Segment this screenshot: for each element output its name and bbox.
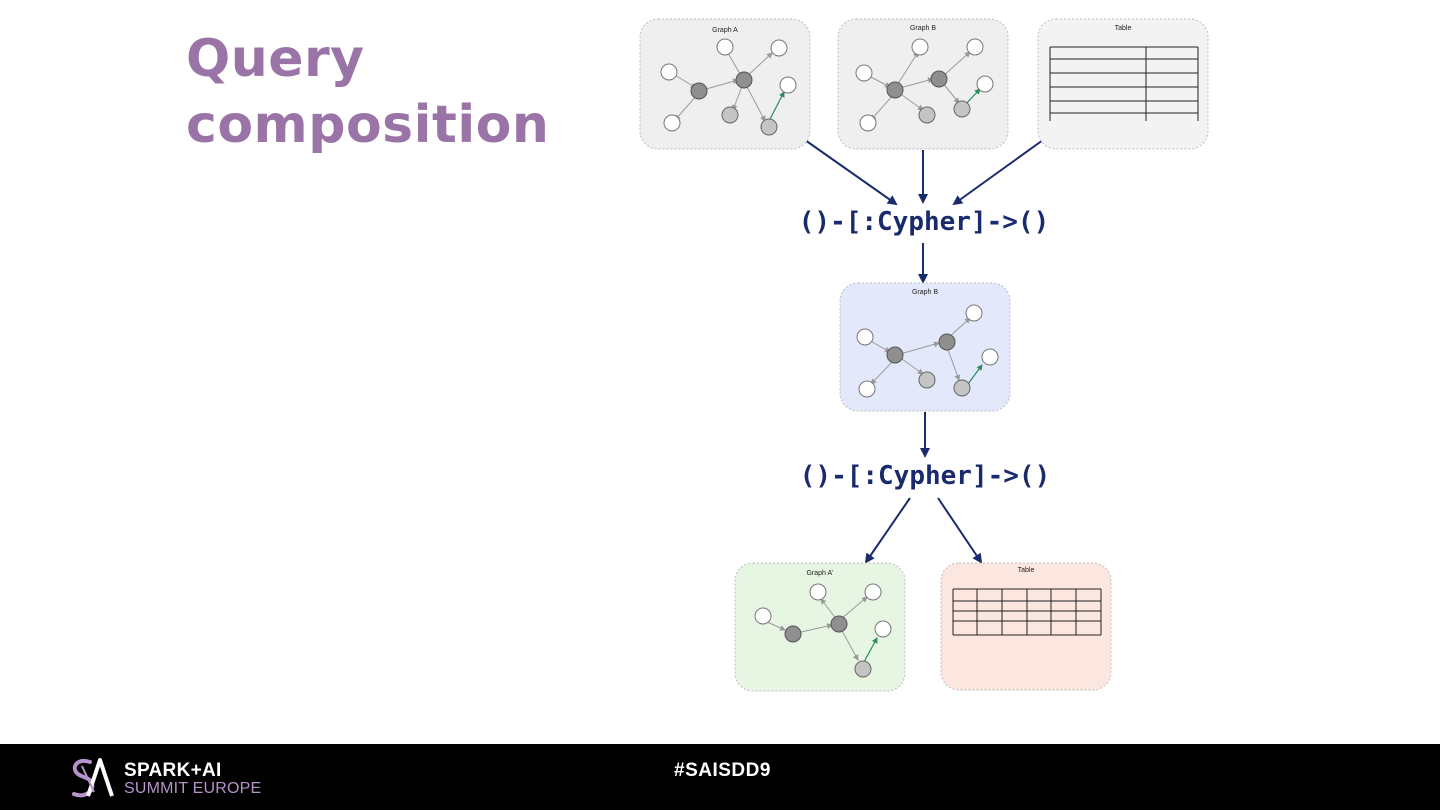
panel-label: Graph A [712,27,738,34]
panel-graph-b: Graph B [837,18,1009,150]
arrow-graph-a-to-operator1 [804,139,898,206]
operator-cypher-1: ()-[:Cypher]->() [799,207,1049,237]
arrow-operator2-to-graph-a-prime [864,497,911,564]
panel-graph-b-result: Graph B [839,282,1011,412]
footer-bar: SPARK+AI SUMMIT EUROPE #SAISDD9 [0,744,1440,810]
query-composition-diagram: Graph A Graph B [639,18,1209,692]
operator-cypher-2: ()-[:Cypher]->() [800,461,1050,491]
slide-title-line1: Query [186,29,365,89]
graph-network [855,38,994,132]
panel-label: Graph B [910,25,936,32]
graph-network [856,304,999,398]
panel-bg [1037,18,1209,150]
graph-network [660,38,797,136]
summit-logo-mark-icon [72,758,114,798]
panel-label: Table [1018,567,1035,574]
panel-bg [734,562,906,692]
panel-table-out: Table [940,562,1112,691]
panel-graph-a-prime: Graph A' [734,562,906,692]
spark-ai-summit-logo: SPARK+AI SUMMIT EUROPE [68,754,273,802]
flow-arrows [804,139,1044,564]
graph-network [754,583,892,678]
logo-text-spark-ai: SPARK+AI [124,760,222,781]
panel-table-in: Table [1037,18,1209,150]
panel-label: Graph A' [806,570,833,577]
panel-label: Table [1115,25,1132,32]
arrow-operator2-to-table-out [937,497,983,564]
panel-label: Graph B [912,289,938,296]
panel-bg [940,562,1112,691]
panel-graph-a: Graph A [639,18,811,150]
table-grid [1049,46,1199,121]
slide-title-line2: composition [186,95,550,155]
event-hashtag: #SAISDD9 [674,760,771,781]
logo-text-summit-europe: SUMMIT EUROPE [124,780,262,797]
table-grid [952,588,1102,636]
arrow-table-to-operator1 [952,139,1044,206]
slide-title: Query composition [186,26,549,158]
